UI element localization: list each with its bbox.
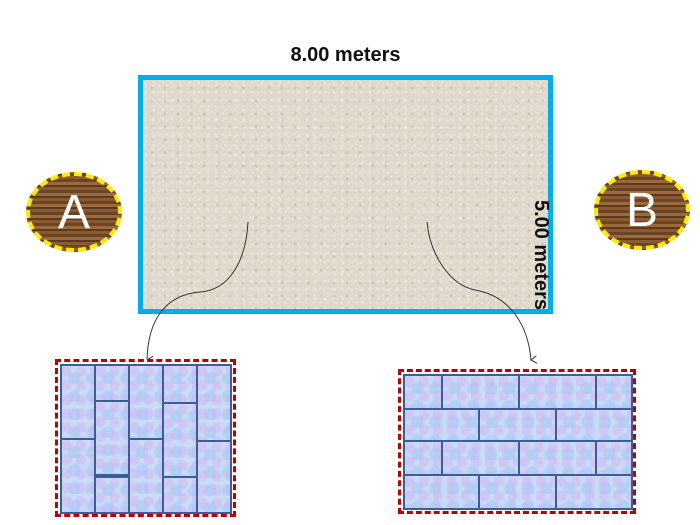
tile [162, 402, 198, 478]
tile [162, 364, 198, 404]
tile [441, 374, 520, 410]
tile [403, 474, 480, 510]
tile [60, 364, 96, 440]
room-floor [138, 75, 553, 314]
tile [441, 440, 520, 476]
tile [94, 476, 130, 514]
tile [518, 440, 597, 476]
tile [555, 408, 633, 442]
tile [555, 474, 633, 510]
tile [60, 438, 96, 514]
arrow-to-pattern-b [426, 221, 531, 360]
tile [403, 408, 480, 442]
tile [595, 374, 633, 410]
badge-a: A [26, 172, 122, 252]
room-width-label: 8.00 meters [290, 44, 401, 66]
tile [403, 374, 443, 410]
tile [518, 374, 597, 410]
badge-a-letter: A [57, 185, 90, 239]
tile [403, 440, 443, 476]
badge-b-letter: B [625, 183, 658, 237]
tile [128, 438, 164, 514]
tile [478, 408, 557, 442]
tile [162, 476, 198, 514]
tile [196, 440, 232, 514]
tile-pattern-a [55, 359, 236, 517]
tile [128, 364, 164, 440]
tile [478, 474, 557, 510]
arrow-to-pattern-a [147, 221, 249, 360]
tile [94, 364, 130, 402]
tile-pattern-b [398, 369, 636, 514]
badge-b: B [594, 170, 690, 250]
tile [94, 400, 130, 476]
tile [595, 440, 633, 476]
tile [196, 364, 232, 442]
